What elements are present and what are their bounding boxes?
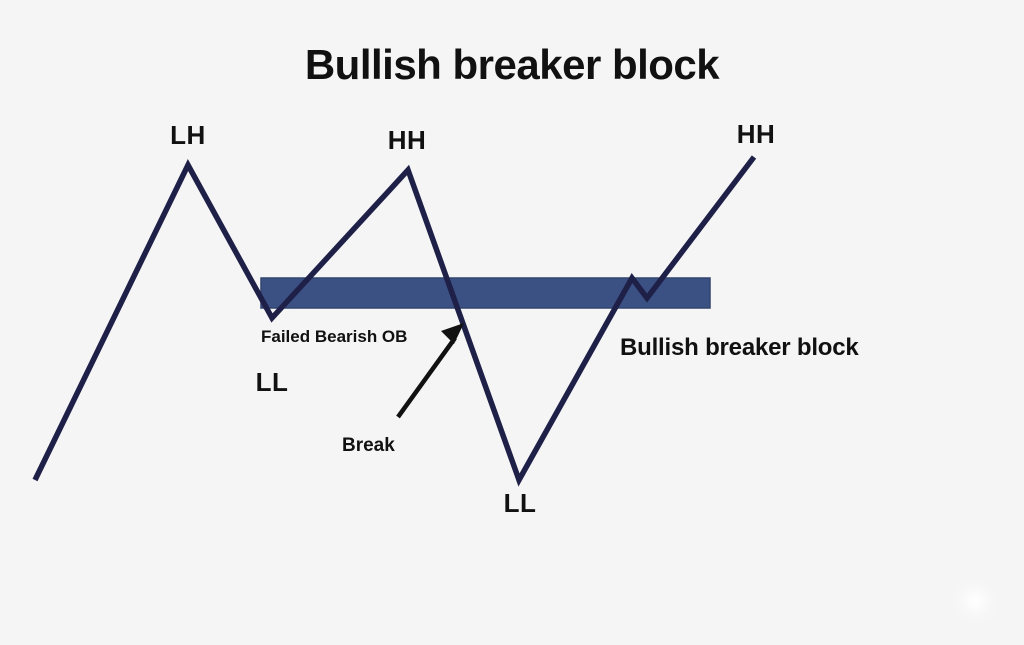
break-arrow-shaft	[396, 336, 457, 419]
annotation-failed-bearish-ob: Failed Bearish OB	[261, 327, 408, 346]
break-arrow-head	[441, 323, 464, 344]
annotation-break: Break	[342, 435, 395, 456]
swing-label-ll-1: LL	[255, 367, 289, 397]
price-line	[32, 155, 757, 487]
annotation-bullish-breaker-block: Bullish breaker block	[620, 334, 859, 361]
swing-label-ll-2: LL	[503, 488, 537, 518]
page-title: Bullish breaker block	[304, 41, 720, 88]
swing-label-hh-1: HH	[387, 125, 427, 155]
swing-label-lh-1: LH	[170, 120, 206, 150]
swing-label-hh-2: HH	[736, 119, 776, 149]
